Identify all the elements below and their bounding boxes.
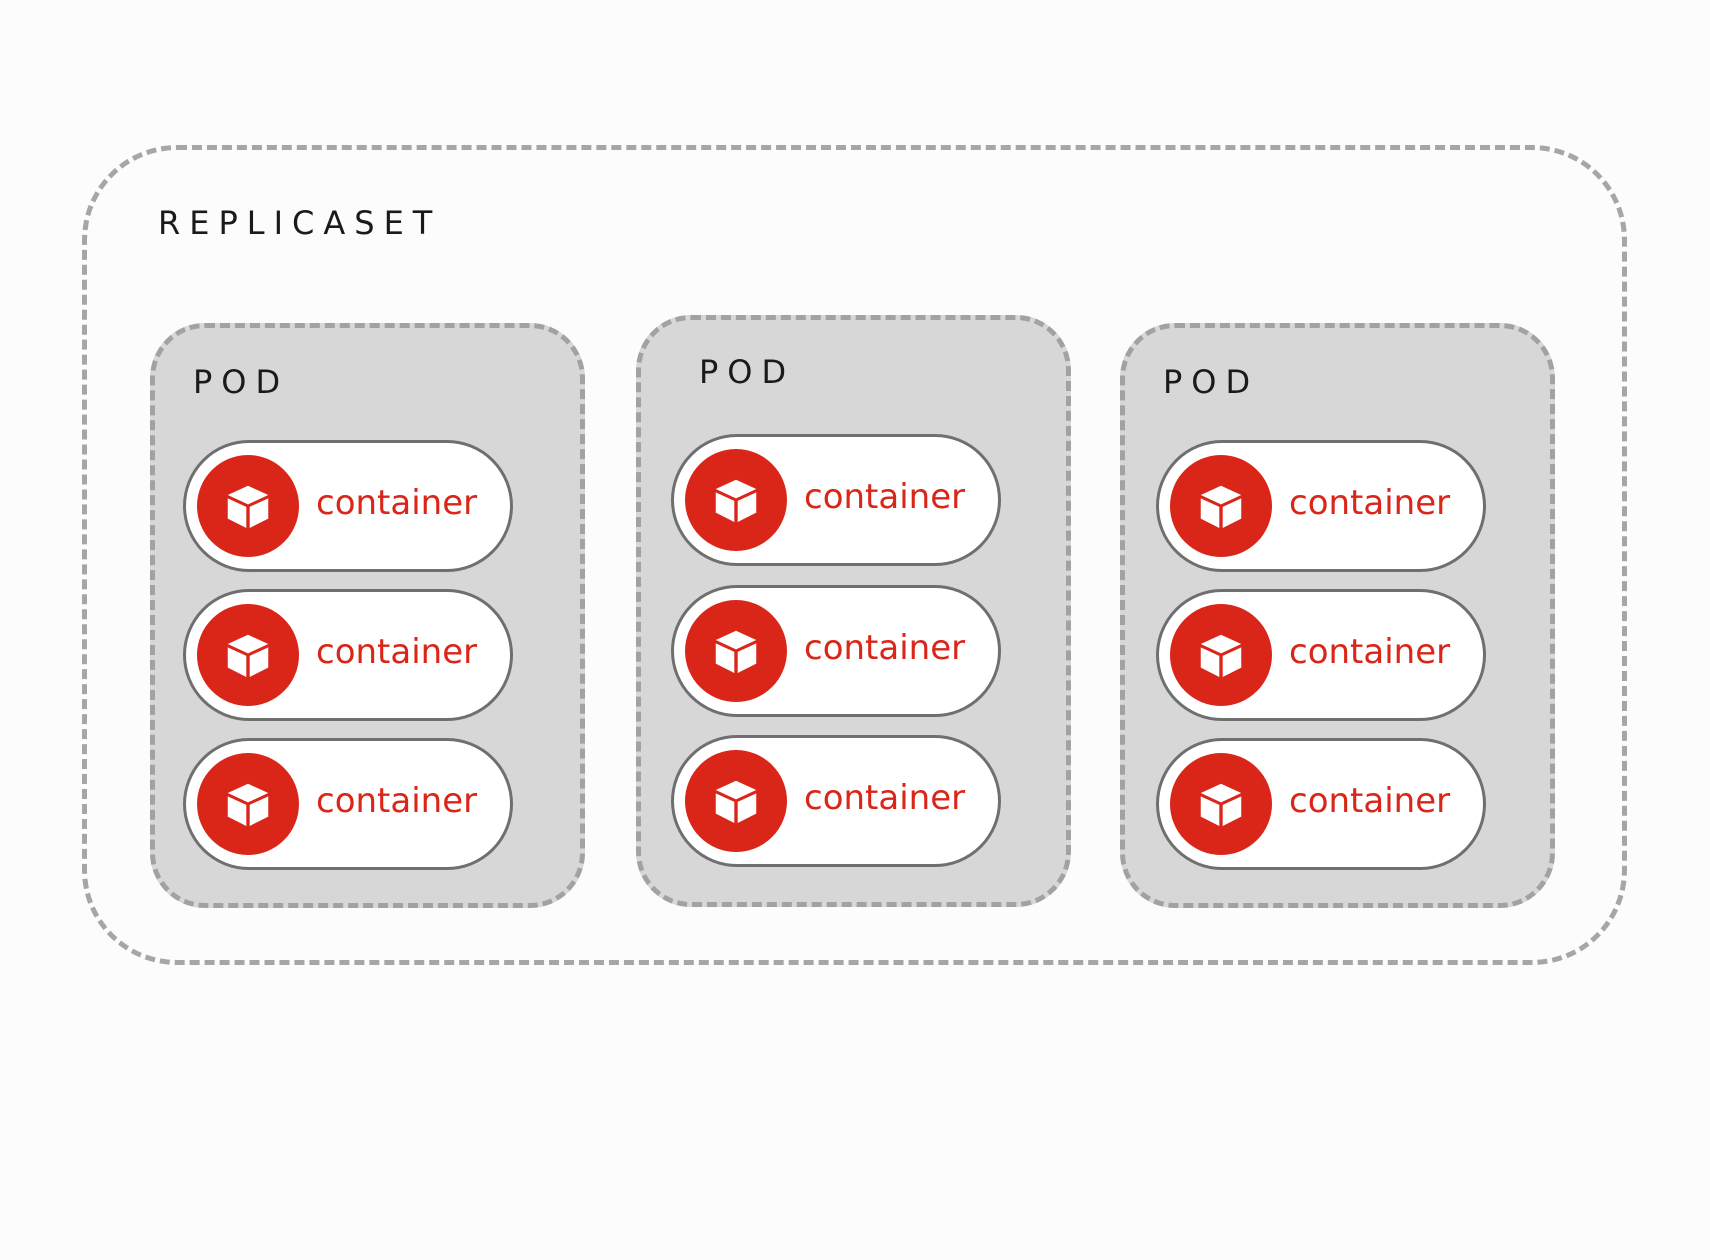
container-label: container xyxy=(804,477,966,517)
container-label: container xyxy=(316,781,478,821)
container-pill: container xyxy=(183,589,513,721)
container-pill: container xyxy=(1156,738,1486,870)
pod-1: POD container container xyxy=(150,323,585,908)
box-icon xyxy=(1170,753,1272,855)
container-label: container xyxy=(804,628,966,668)
box-icon-glyph xyxy=(1200,485,1242,528)
box-icon-glyph xyxy=(715,630,757,673)
container-label: container xyxy=(316,632,478,672)
container-pill: container xyxy=(671,735,1001,867)
container-label: container xyxy=(316,483,478,523)
container-label: container xyxy=(1289,632,1451,672)
pod-2: POD container container xyxy=(636,315,1071,907)
pod-3: POD container container xyxy=(1120,323,1555,908)
container-label: container xyxy=(804,778,966,818)
container-label: container xyxy=(1289,483,1451,523)
box-icon xyxy=(197,753,299,855)
box-icon xyxy=(1170,455,1272,557)
box-icon xyxy=(197,604,299,706)
container-pill: container xyxy=(671,585,1001,717)
pod-title: POD xyxy=(193,363,290,401)
pod-title: POD xyxy=(1163,363,1260,401)
replicaset-boundary xyxy=(82,145,1627,965)
box-icon xyxy=(685,600,787,702)
box-icon-glyph xyxy=(715,479,757,522)
container-pill: container xyxy=(1156,589,1486,721)
box-icon-glyph xyxy=(1200,783,1242,826)
box-icon xyxy=(1170,604,1272,706)
box-icon-glyph xyxy=(715,780,757,823)
container-pill: container xyxy=(1156,440,1486,572)
box-icon xyxy=(197,455,299,557)
box-icon xyxy=(685,449,787,551)
box-icon-glyph xyxy=(227,783,269,826)
pod-title: POD xyxy=(699,353,796,391)
container-label: container xyxy=(1289,781,1451,821)
box-icon-glyph xyxy=(227,485,269,528)
replicaset-title: REPLICASET xyxy=(158,204,442,242)
container-pill: container xyxy=(183,440,513,572)
container-pill: container xyxy=(671,434,1001,566)
box-icon-glyph xyxy=(1200,634,1242,677)
box-icon xyxy=(685,750,787,852)
container-pill: container xyxy=(183,738,513,870)
box-icon-glyph xyxy=(227,634,269,677)
